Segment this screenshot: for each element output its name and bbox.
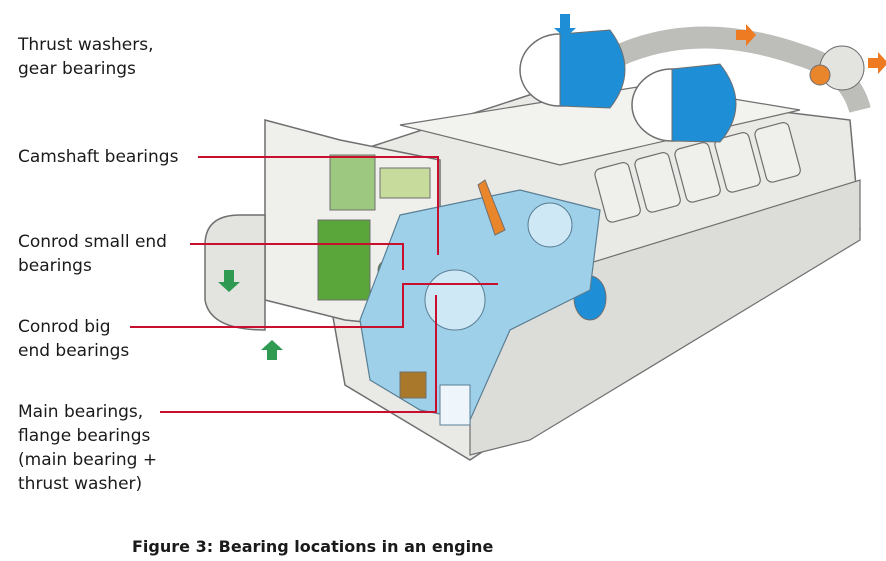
label-thrust-washers: Thrust washers, gear bearings <box>18 35 154 79</box>
air-filters <box>519 29 737 143</box>
flow-arrows <box>218 14 886 360</box>
label-camshaft-bearings: Camshaft bearings <box>18 147 179 167</box>
label-conrod-small-end: Conrod small end bearings <box>18 232 167 276</box>
leader-line-main <box>160 295 437 413</box>
cutaway-section <box>359 179 601 426</box>
label-conrod-big-end: Conrod big end bearings <box>18 317 130 361</box>
leader-line-camshaft <box>198 156 439 255</box>
label-main-bearings: Main bearings, flange bearings (main bea… <box>18 402 158 494</box>
leader-lines <box>130 156 498 413</box>
leader-line-conrod-small <box>190 243 404 270</box>
leader-line-conrod-big <box>130 283 498 328</box>
figure-caption: Figure 3: Bearing locations in an engine <box>132 537 494 556</box>
